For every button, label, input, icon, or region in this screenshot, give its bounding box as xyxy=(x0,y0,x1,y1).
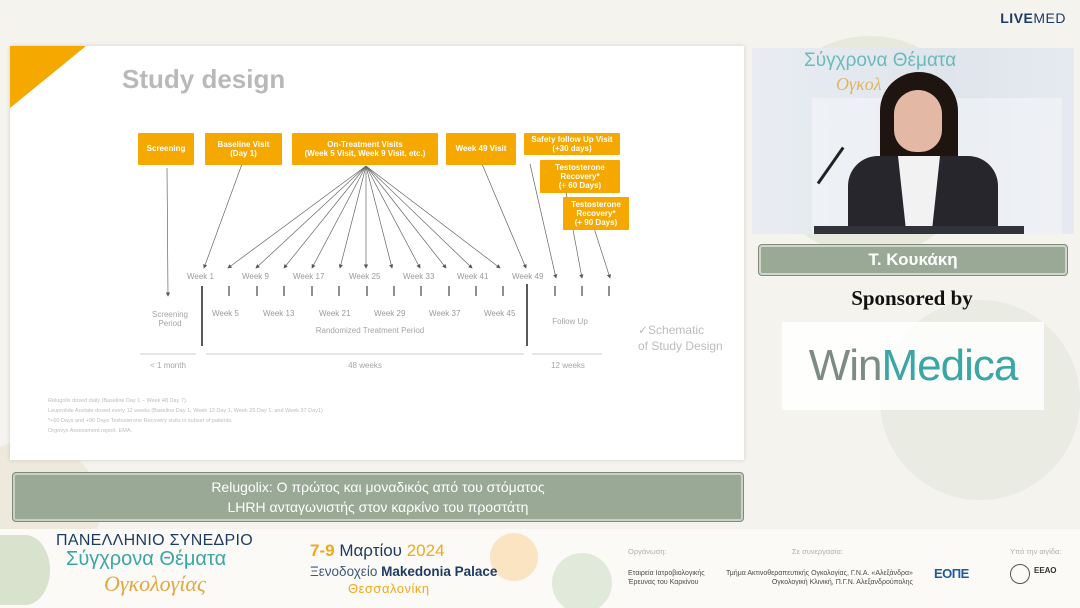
week-label-top: Week 17 xyxy=(293,272,325,281)
footnote: Leuprolide Acetate dosed every 12 weeks … xyxy=(48,408,323,414)
talk-title-bar: Relugolix: Ο πρώτος και μοναδικός από το… xyxy=(12,472,744,522)
duration-follow-up: 12 weeks xyxy=(551,361,585,370)
banner-circle-1 xyxy=(490,533,538,581)
banner-venue: Ξενοδοχείο Makedonia Palace xyxy=(310,564,497,579)
week-label-top: Week 9 xyxy=(242,272,269,281)
banner-days: 7-9 xyxy=(310,541,335,560)
logo-med-text: MED xyxy=(1033,10,1066,26)
testosterone-90-box: Testosterone Recovery* (+ 90 Days) xyxy=(563,197,629,230)
testosterone-60-box: Testosterone Recovery* (+ 60 Days) xyxy=(540,160,620,193)
week-label-bottom: Week 5 xyxy=(212,309,239,318)
speaker-name: Τ. Κουκάκη xyxy=(868,250,958,269)
logo-part-win: Win xyxy=(808,341,883,390)
footnote: Orgovyx Assessment report. EMA. xyxy=(48,428,133,434)
week-label-bottom: Week 21 xyxy=(319,309,351,318)
baseline-visit-box: Baseline Visit (Day 1) xyxy=(205,133,282,165)
week-label-top: Week 33 xyxy=(403,272,435,281)
collaboration-text: Τμήμα Ακτινοθεραπευτικής Ογκολογίας, Γ.Ν… xyxy=(726,570,913,587)
slide-corner-accent xyxy=(10,46,86,108)
conference-banner: ΠΑΝΕΛΛΗΝΙΟ ΣΥΝΕΔΡΙΟ Σύγχρονα Θέματα Ογκο… xyxy=(0,529,1080,608)
week-label-bottom: Week 13 xyxy=(263,309,295,318)
follow-up-label: Follow Up xyxy=(552,317,588,326)
banner-subtitle: Σύγχρονα Θέματα xyxy=(66,548,227,570)
eeao-emblem-icon xyxy=(1010,564,1030,584)
eeao-logo: ΕΕΑΟ xyxy=(1034,566,1057,575)
week-label-bottom: Week 37 xyxy=(429,309,461,318)
video-backdrop-text: Ογκολ xyxy=(836,74,882,94)
slide-title: Study design xyxy=(122,64,286,94)
organizer-label: Οργάνωση: xyxy=(628,547,667,556)
schematic-line: ✓Schematic xyxy=(638,323,705,337)
logo-part-medica: Medica xyxy=(881,341,1018,390)
schematic-caption: ✓Schematic of Study Design xyxy=(638,322,723,354)
week-label-top: Week 1 xyxy=(187,272,214,281)
week49-visit-box: Week 49 Visit xyxy=(446,133,516,165)
eope-logo: ΕΟΠΕ xyxy=(934,566,969,581)
banner-dates: 7-9 Μαρτίου 2024 xyxy=(310,541,445,561)
banner-leaf xyxy=(0,535,50,605)
week-label-bottom: Week 45 xyxy=(484,309,516,318)
speaker-name-bar: Τ. Κουκάκη xyxy=(758,244,1068,276)
banner-city: Θεσσαλονίκη xyxy=(348,581,430,596)
schematic-line: of Study Design xyxy=(638,339,723,354)
week-label-bottom: Week 29 xyxy=(374,309,406,318)
safety-followup-box: Safety follow Up Visit (+30 days) xyxy=(524,133,620,155)
screening-box: Screening xyxy=(138,133,194,165)
banner-oncology: Ογκολογίας xyxy=(104,571,206,596)
banner-circle-2 xyxy=(552,553,612,608)
talk-title-line: Relugolix: Ο πρώτος και μοναδικός από το… xyxy=(211,478,545,495)
aegis-label: Υπό την αιγίδα: xyxy=(1010,547,1062,556)
screening-period-label: Screening Period xyxy=(151,310,189,328)
speaker-video: Σύγχρονα Θέματα Ογκολ xyxy=(752,48,1074,234)
randomized-period-label: Randomized Treatment Period xyxy=(315,326,425,335)
presentation-slide: Study design xyxy=(10,46,744,460)
organizer-text: Εταιρεία Ιατροβιολογικής Έρευνας του Καρ… xyxy=(628,570,705,587)
speaker-person xyxy=(844,72,1004,234)
lectern xyxy=(814,226,1024,234)
speaker-face xyxy=(894,90,942,152)
study-diagram-lines xyxy=(140,163,611,355)
sponsored-by-label: Sponsored by xyxy=(851,286,973,310)
on-treatment-visits-box: On-Treatment Visits (Week 5 Visit, Week … xyxy=(292,133,438,165)
banner-month: Μαρτίου xyxy=(339,541,402,560)
collaboration-label: Σε συνεργασία: xyxy=(792,547,843,556)
talk-title-line: LHRH ανταγωνιστής στον καρκίνο του προστ… xyxy=(227,499,529,515)
week-label-top: Week 25 xyxy=(349,272,381,281)
video-backdrop-text: Σύγχρονα Θέματα xyxy=(804,50,957,71)
banner-venue-prefix: Ξενοδοχείο xyxy=(310,564,378,579)
duration-screening: < 1 month xyxy=(150,361,186,370)
livemed-logo: LIVEMED xyxy=(1000,10,1066,26)
week-label-top: Week 41 xyxy=(457,272,489,281)
logo-live-text: LIVE xyxy=(1000,10,1034,26)
banner-congress-title: ΠΑΝΕΛΛΗΝΙΟ ΣΥΝΕΔΡΙΟ xyxy=(56,532,254,549)
footnote: Relugolix dosed daily (Baseline Day 1 – … xyxy=(48,398,188,404)
footnote: *+60 Days and +90 Days Testosterone Reco… xyxy=(48,418,233,424)
banner-venue-name: Makedonia Palace xyxy=(381,564,498,579)
duration-treatment: 48 weeks xyxy=(348,361,382,370)
banner-year: 2024 xyxy=(406,541,445,560)
week-label-top: Week 49 xyxy=(512,272,544,281)
